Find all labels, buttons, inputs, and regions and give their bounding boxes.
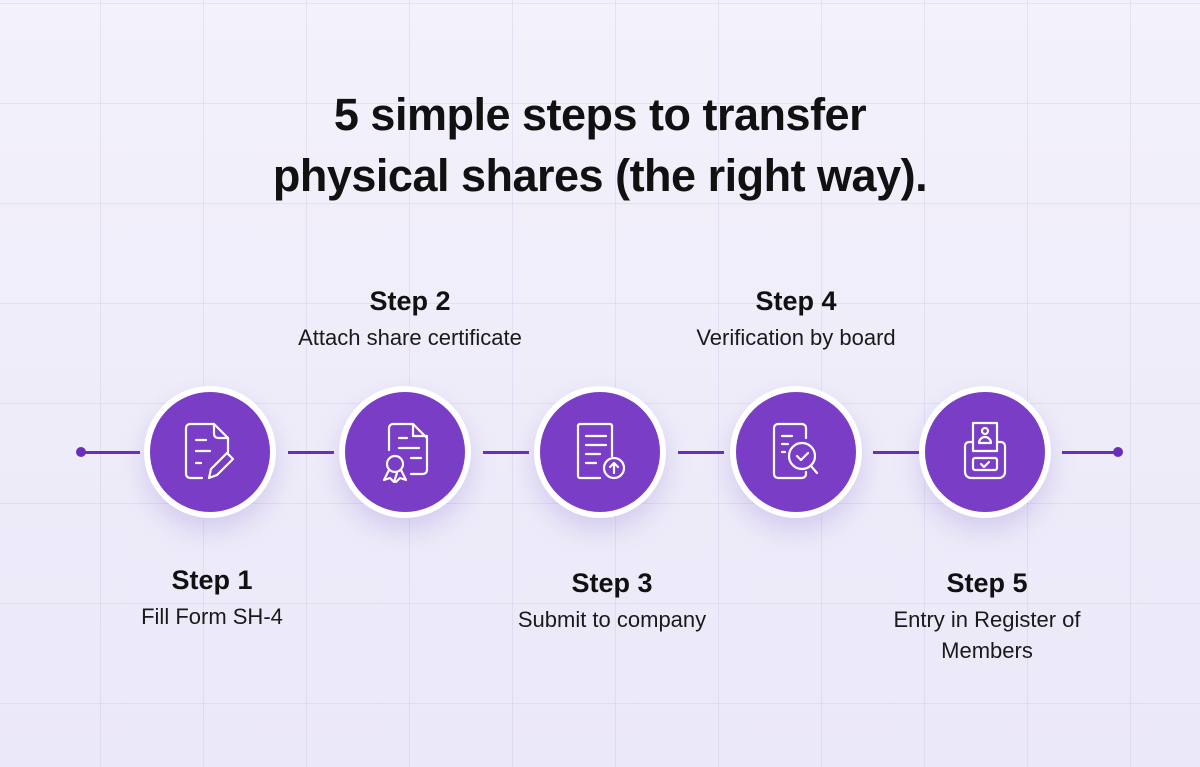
register-member-icon bbox=[963, 421, 1007, 480]
page-title: 5 simple steps to transfer physical shar… bbox=[0, 84, 1200, 206]
document-upload-icon bbox=[576, 422, 626, 480]
title-line-1: 5 simple steps to transfer bbox=[333, 89, 867, 140]
title-line-2: physical shares (the right way). bbox=[272, 150, 928, 201]
document-search-check-icon bbox=[772, 422, 819, 480]
step-title: Step 2 bbox=[369, 286, 451, 316]
step-3-label: Step 3 Submit to company bbox=[462, 566, 762, 635]
step-4-node bbox=[730, 386, 862, 518]
timeline-segment bbox=[1062, 451, 1118, 454]
step-2-label: Step 2 Attach share certificate bbox=[260, 284, 560, 353]
document-edit-icon bbox=[184, 422, 235, 480]
timeline-segment bbox=[873, 451, 919, 454]
step-1-node bbox=[144, 386, 276, 518]
timeline-segment bbox=[678, 451, 724, 454]
timeline-segment bbox=[80, 451, 140, 454]
certificate-icon bbox=[382, 422, 429, 484]
step-description: Entry in Register of Members bbox=[893, 607, 1081, 663]
step-title: Step 1 bbox=[171, 565, 253, 595]
step-description: Attach share certificate bbox=[298, 325, 522, 350]
timeline-segment bbox=[288, 451, 334, 454]
step-3-node bbox=[534, 386, 666, 518]
timeline-end-dot bbox=[1113, 447, 1123, 457]
step-description: Verification by board bbox=[696, 325, 896, 350]
timeline-segment bbox=[483, 451, 529, 454]
step-5-label: Step 5 Entry in Register of Members bbox=[862, 566, 1112, 666]
step-title: Step 4 bbox=[755, 286, 837, 316]
step-description: Fill Form SH-4 bbox=[141, 604, 283, 629]
step-2-node bbox=[339, 386, 471, 518]
step-title: Step 5 bbox=[946, 568, 1028, 598]
step-4-label: Step 4 Verification by board bbox=[646, 284, 946, 353]
step-1-label: Step 1 Fill Form SH-4 bbox=[62, 563, 362, 632]
step-5-node bbox=[919, 386, 1051, 518]
step-title: Step 3 bbox=[571, 568, 653, 598]
step-description: Submit to company bbox=[517, 607, 707, 632]
